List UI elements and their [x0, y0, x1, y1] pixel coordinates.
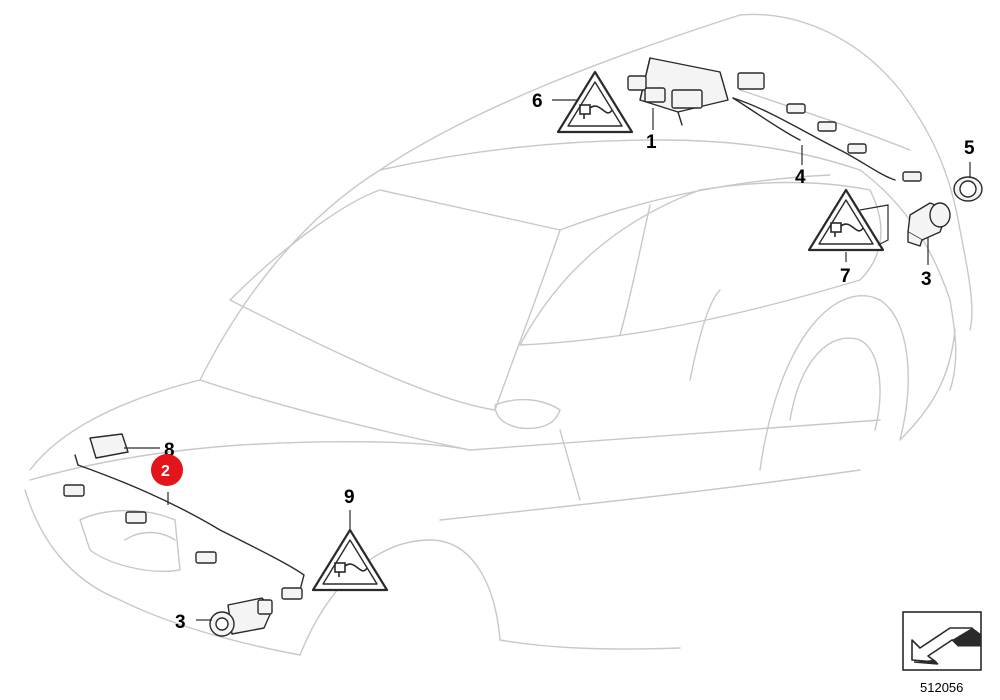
front-pdc-sensor: [209, 597, 273, 637]
control-unit: [627, 57, 729, 126]
reference-number: 512056: [920, 680, 963, 695]
warning-triangle-7: [807, 188, 885, 252]
callout-4: 4: [795, 167, 806, 188]
warning-triangle-9: [311, 528, 389, 592]
parts: [63, 57, 983, 637]
navigation-arrow-box[interactable]: [902, 611, 982, 671]
highlight-badge: [151, 454, 183, 486]
arrow-icon: [911, 627, 981, 665]
front-wiring-harness: [63, 433, 305, 600]
callout-6: 6: [532, 91, 543, 112]
rear-wiring-harness: [732, 72, 922, 182]
callout-5: 5: [964, 138, 975, 159]
highlighted-callout-2[interactable]: 2: [151, 454, 183, 486]
plug-icon: [334, 562, 368, 577]
leader-lines: [124, 99, 971, 621]
callout-1: 1: [646, 132, 657, 153]
callout-3-rear: 3: [921, 269, 932, 290]
car-outline: [24, 13, 973, 656]
rear-pdc-sensor: [907, 202, 951, 247]
callout-3-front: 3: [175, 612, 186, 633]
rear-sensor-ring: [953, 176, 983, 202]
callout-8: 8: [164, 440, 175, 461]
warning-triangle-6: [556, 70, 634, 134]
callout-9: 9: [344, 487, 355, 508]
callout-7: 7: [840, 266, 851, 287]
plug-icon: [579, 104, 613, 119]
highlight-label: 2: [161, 463, 170, 480]
plug-icon: [830, 222, 864, 237]
